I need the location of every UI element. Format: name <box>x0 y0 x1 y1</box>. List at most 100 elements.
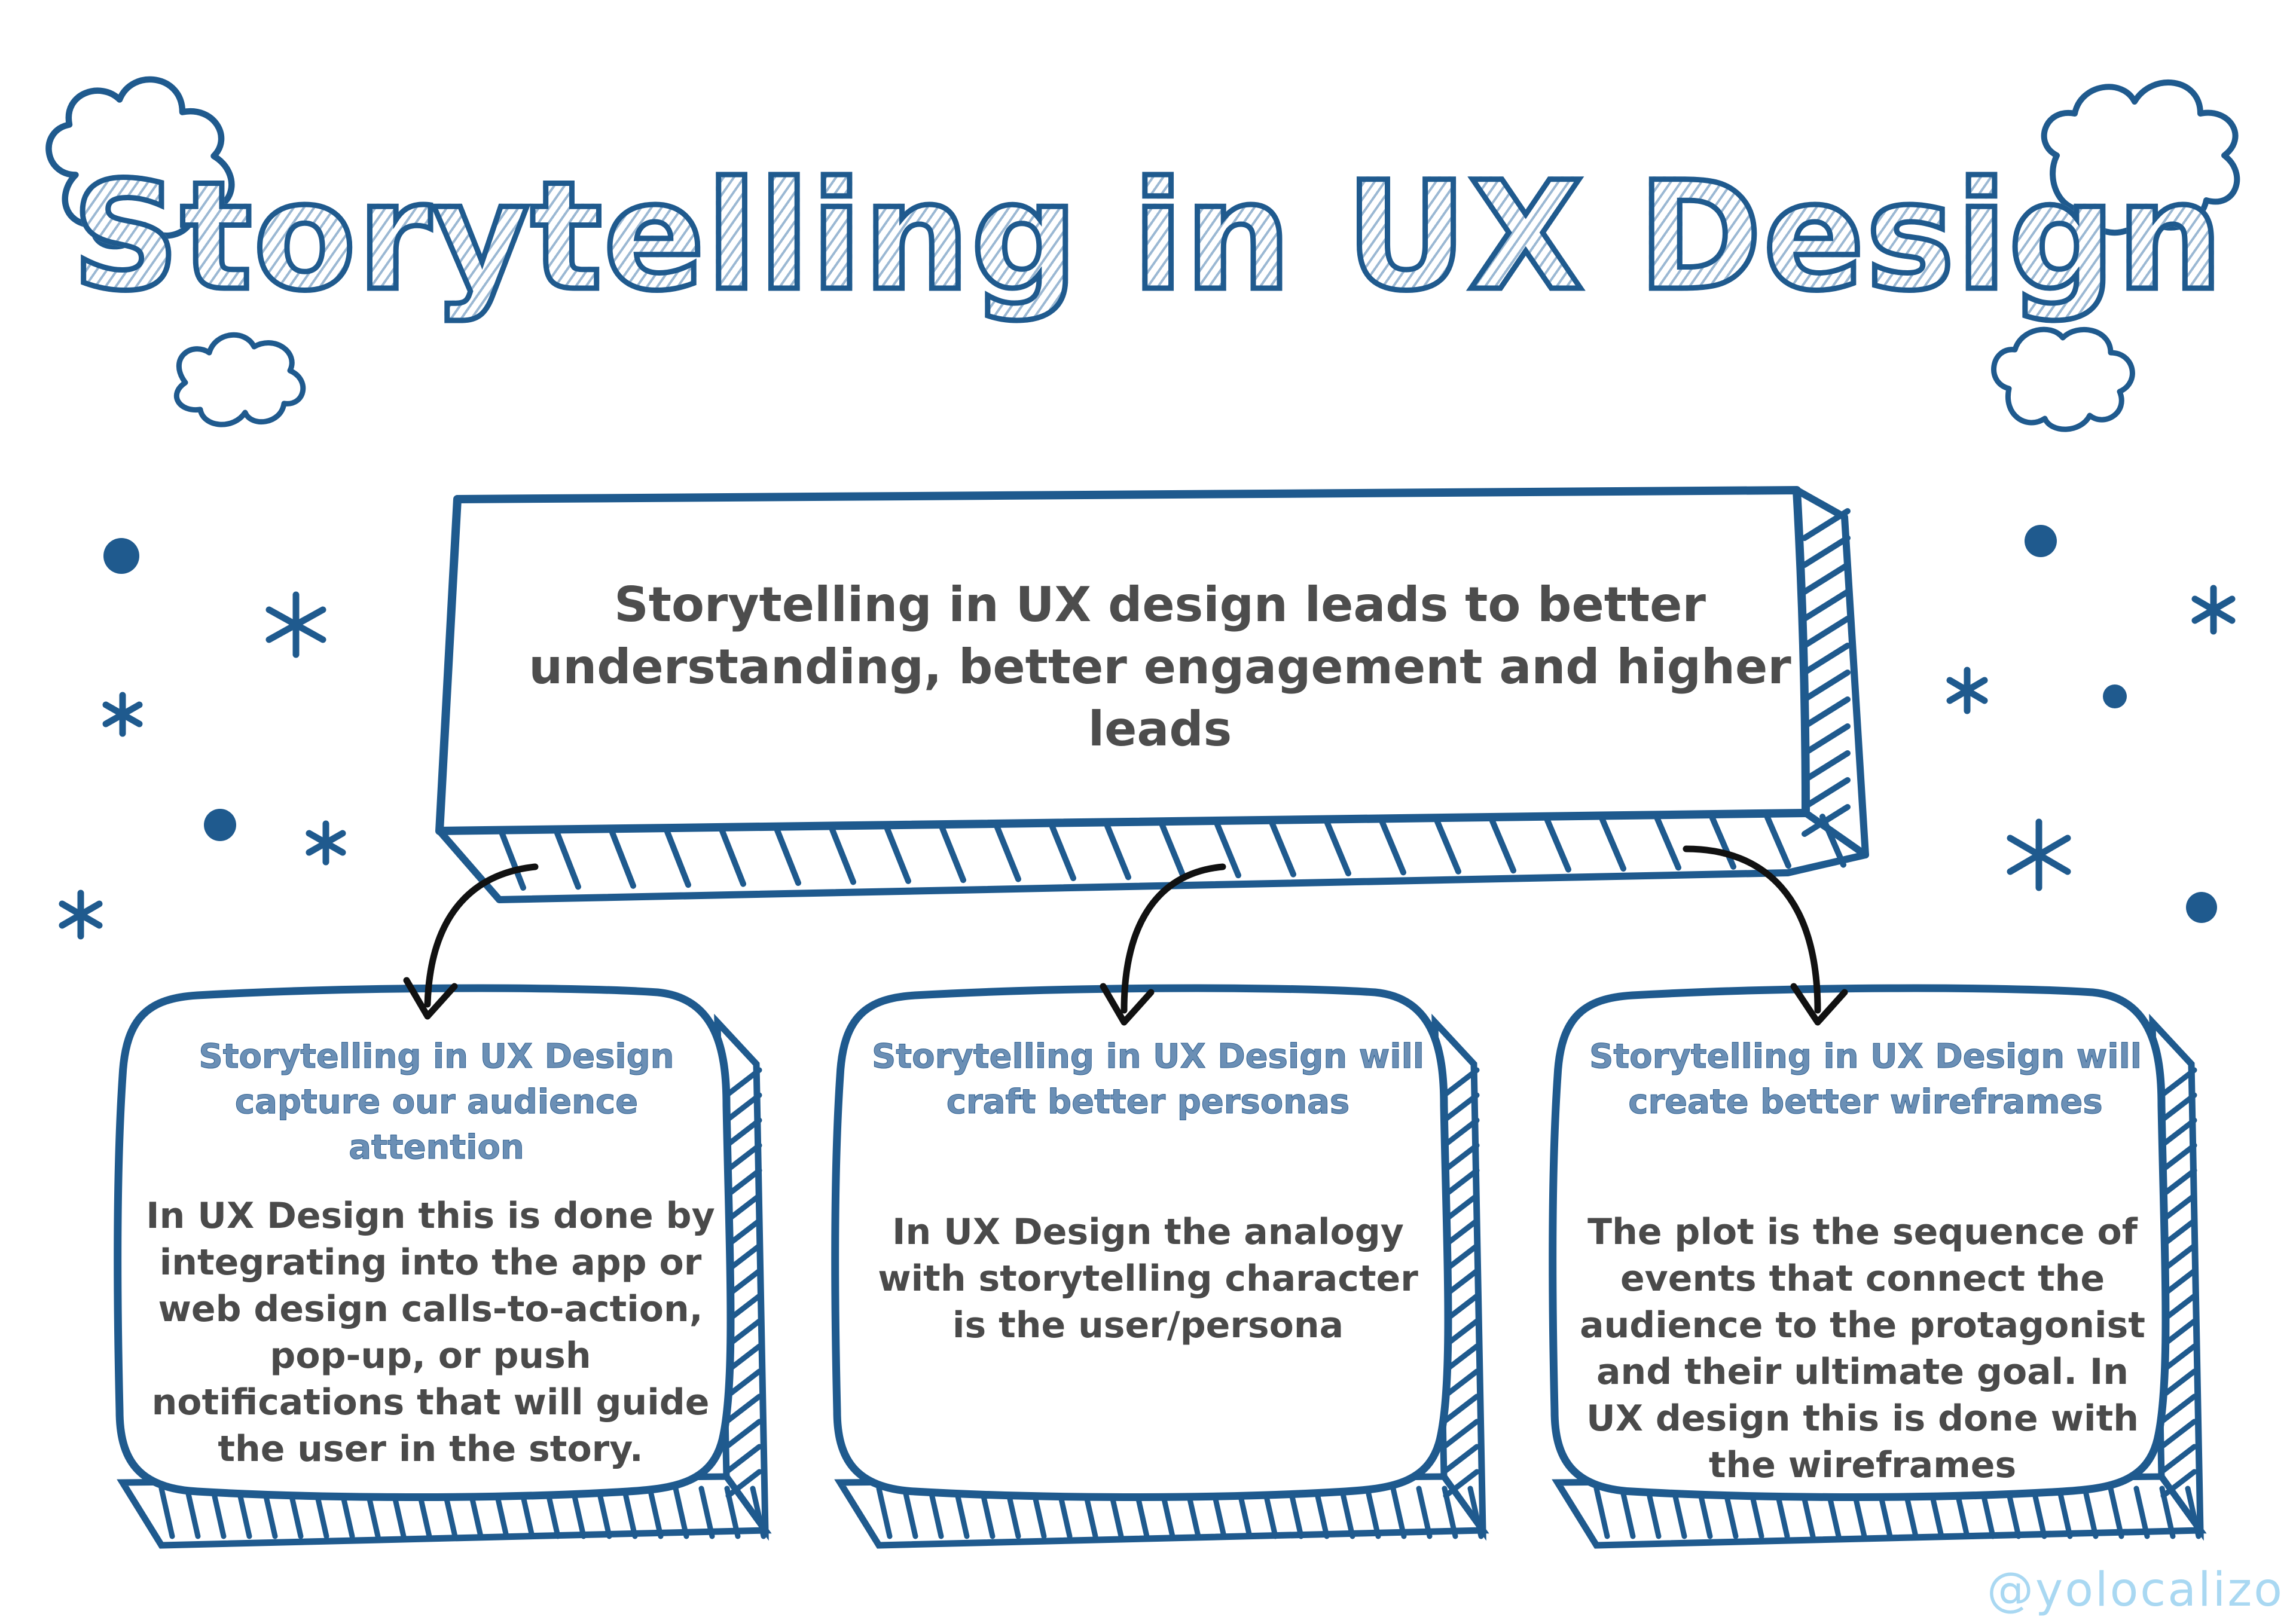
hatch-line <box>725 1092 762 1122</box>
hatch-line <box>2160 1092 2197 1122</box>
hatch-line <box>1802 508 1851 541</box>
star-icon <box>102 692 143 737</box>
hatch-line <box>1467 1486 1484 1539</box>
hatch-line <box>1654 815 1681 871</box>
hatch-line <box>1443 1218 1480 1248</box>
hatch-line <box>1802 750 1851 783</box>
hatch-line <box>609 829 636 889</box>
cloud-icon <box>173 332 306 427</box>
main-box-front <box>435 486 1810 835</box>
hatch-line <box>1416 1486 1433 1539</box>
box-1-body: In UX Design this is done by integrating… <box>146 1195 715 1470</box>
box-3-body: The plot is the sequence of events that … <box>1580 1211 2145 1486</box>
hatch-line <box>1443 1444 1480 1474</box>
hatch-line <box>1443 1092 1480 1122</box>
hatch-line <box>1159 822 1186 879</box>
hatch-line <box>1489 818 1516 874</box>
main-box-text: Storytelling in UX design leads to bette… <box>529 577 1791 757</box>
hatch-line <box>1802 723 1851 756</box>
hatch-line <box>2160 1117 2197 1147</box>
hatch-line <box>1802 696 1851 729</box>
hatch-line <box>725 1444 762 1474</box>
dot-icon <box>103 538 139 574</box>
dot-icon <box>2025 525 2057 557</box>
hatch-line <box>725 1419 762 1448</box>
dot-icon <box>2186 892 2217 923</box>
box-3-title: Storytelling in UX Design will create be… <box>1589 1037 2142 1122</box>
hatch-line <box>1645 1486 1662 1539</box>
hatch-line <box>2160 1142 2197 1172</box>
hatch-line <box>2185 1486 2202 1539</box>
hatch-line <box>939 825 966 884</box>
hatch-line <box>829 826 856 885</box>
star-icon <box>2007 818 2071 891</box>
hatch-line <box>2133 1486 2150 1539</box>
hatch-line <box>1544 817 1571 873</box>
hatch-line <box>1599 817 1626 872</box>
arrow-middle <box>1120 863 1226 1014</box>
hatch-line <box>1819 814 1846 868</box>
hatch-line <box>725 1117 762 1147</box>
hatch-line <box>1802 616 1851 649</box>
cloud-icon <box>45 76 235 250</box>
hatch-line <box>1443 1469 1480 1499</box>
hatch-line <box>725 1469 762 1499</box>
hatch-line <box>158 1486 175 1539</box>
arrow-left <box>424 863 539 1008</box>
hatch-line <box>2160 1067 2197 1097</box>
hatch-line <box>1443 1067 1480 1097</box>
hatch-line <box>2082 1486 2099 1539</box>
hatch-line <box>1802 670 1851 702</box>
hatch-line <box>1364 1486 1381 1539</box>
hatch-line <box>1104 823 1131 881</box>
hatch-line <box>1269 821 1296 878</box>
hatch-line <box>2056 1486 2073 1539</box>
author-handle: @yolocalizo <box>1987 1563 2284 1617</box>
hatch-line <box>1802 589 1851 622</box>
box-2-title: Storytelling in UX Design will craft bet… <box>872 1037 1425 1122</box>
hatch-line <box>1434 818 1461 875</box>
hatch-line <box>876 1486 893 1539</box>
hatch-line <box>1443 1419 1480 1448</box>
hatch-line <box>1443 1142 1480 1172</box>
star-icon <box>265 591 326 658</box>
hatch-line <box>725 1167 762 1197</box>
hatch-line <box>184 1486 201 1539</box>
hatch-line <box>2160 1193 2197 1222</box>
box-2-body: In UX Design the analogy with storytelli… <box>878 1211 1418 1346</box>
detail-box-1 <box>114 984 772 1549</box>
dot-icon <box>2103 684 2127 708</box>
hatch-line <box>2160 1419 2197 1448</box>
hatch-line <box>1802 643 1851 676</box>
hatch-line <box>1593 1486 1610 1539</box>
arrow-middle-head <box>1100 983 1155 1026</box>
hatch-line <box>927 1486 944 1539</box>
main-box <box>435 486 1869 903</box>
hatch-line <box>554 830 581 890</box>
dot-icon <box>204 809 236 841</box>
hatch-line <box>884 826 911 884</box>
hatch-line <box>725 1218 762 1248</box>
hatch-line <box>1802 777 1851 810</box>
page-title-text: Storytelling in UX Design <box>69 147 2226 326</box>
hatch-line <box>2160 1469 2197 1499</box>
hatch-line <box>1764 814 1791 869</box>
star-icon <box>2191 585 2236 635</box>
hatch-line <box>2160 1368 2197 1398</box>
detail-box-2 <box>831 984 1489 1549</box>
hatch-line <box>1443 1393 1480 1423</box>
hatch-line <box>1379 819 1406 876</box>
hatch-line <box>1049 824 1076 881</box>
hatch-line <box>725 1368 762 1398</box>
hatch-line <box>2160 1167 2197 1197</box>
hatch-line <box>1443 1368 1480 1398</box>
hatch-line <box>1390 1486 1407 1539</box>
hatch-line <box>750 1486 767 1539</box>
hatch-line <box>2160 1218 2197 1248</box>
box-1-title: Storytelling in UX Design capture our au… <box>199 1037 674 1167</box>
hatch-line <box>1324 820 1351 876</box>
hatch-line <box>725 1393 762 1423</box>
hatch-line <box>902 1486 918 1539</box>
hatch-line <box>1339 1486 1355 1539</box>
hatch-line <box>1709 815 1736 870</box>
